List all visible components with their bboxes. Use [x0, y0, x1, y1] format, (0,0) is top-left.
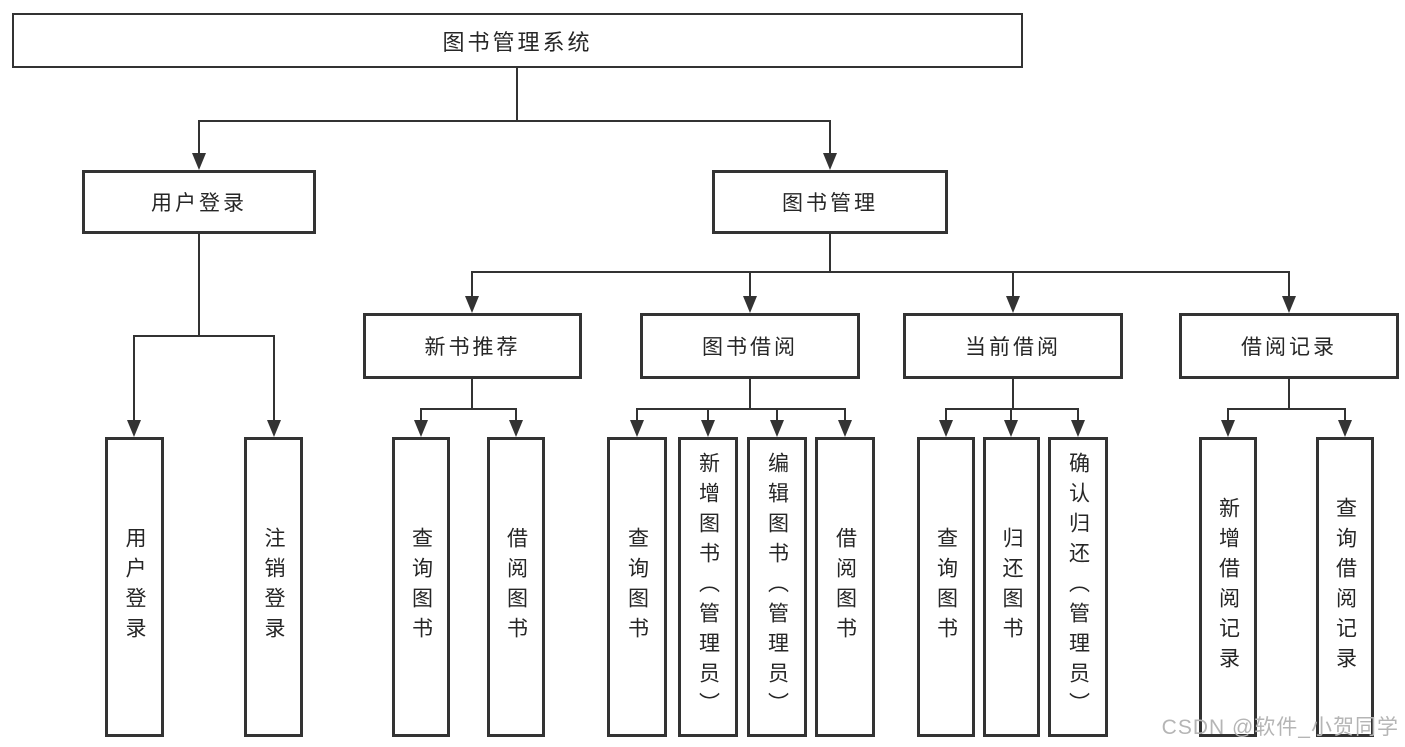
leaf-label: 用户登录 [123, 527, 146, 647]
arrow-down-icon [1338, 408, 1352, 437]
leaf-confirm-return-admin: 确认归还（管理员） [1048, 437, 1108, 737]
connector-v-current-borrow [1012, 379, 1014, 409]
leaf-label: 确认归还（管理员） [1066, 452, 1090, 722]
arrow-down-icon [1282, 271, 1296, 313]
connector-v-book-management [829, 234, 831, 273]
connector-h-new-book [420, 408, 517, 410]
leaf-borrow-book: 借阅图书 [815, 437, 875, 737]
arrow-down-icon [509, 408, 523, 437]
arrow-down-icon [838, 408, 852, 437]
arrow-down-icon [743, 271, 757, 313]
arrow-down-icon [267, 335, 281, 437]
leaf-label: 新增图书（管理员） [696, 452, 720, 722]
connector-v-new-book [471, 379, 473, 409]
leaf-logout: 注销登录 [244, 437, 303, 737]
arrow-down-icon [1071, 408, 1085, 437]
connector-h-current-borrow [945, 408, 1079, 410]
connector-h-borrow-record [1227, 408, 1346, 410]
leaf-return-book: 归还图书 [983, 437, 1040, 737]
leaf-user-login: 用户登录 [105, 437, 164, 737]
leaf-label: 新增借阅记录 [1216, 497, 1240, 677]
leaf-query-book-current: 查询图书 [917, 437, 975, 737]
node-book-borrow: 图书借阅 [640, 313, 860, 379]
connector-v-borrow-record [1288, 379, 1290, 409]
node-borrow-record: 借阅记录 [1179, 313, 1399, 379]
leaf-label: 借阅图书 [504, 527, 528, 647]
node-user-login: 用户登录 [82, 170, 316, 234]
arrow-down-icon [1006, 271, 1020, 313]
node-book-management: 图书管理 [712, 170, 948, 234]
connector-h-level2 [198, 120, 831, 122]
leaf-label: 借阅图书 [833, 527, 857, 647]
arrow-down-icon [1004, 408, 1018, 437]
leaf-edit-book-admin: 编辑图书（管理员） [747, 437, 807, 737]
leaf-label: 查询图书 [625, 527, 649, 647]
arrow-down-icon [414, 408, 428, 437]
leaf-add-borrow-record: 新增借阅记录 [1199, 437, 1257, 737]
node-root-library-system: 图书管理系统 [12, 13, 1023, 68]
connector-v-user-login [198, 234, 200, 336]
arrow-down-icon [770, 408, 784, 437]
leaf-label: 查询图书 [934, 527, 958, 647]
node-current-borrow: 当前借阅 [903, 313, 1123, 379]
arrow-down-icon [192, 120, 206, 170]
leaf-label: 注销登录 [262, 527, 285, 647]
leaf-borrow-book-recommend: 借阅图书 [487, 437, 545, 737]
leaf-label: 查询图书 [409, 527, 433, 647]
arrow-down-icon [823, 120, 837, 170]
leaf-label: 编辑图书（管理员） [765, 452, 789, 722]
leaf-label: 归还图书 [1000, 527, 1023, 647]
leaf-label: 查询借阅记录 [1333, 497, 1357, 677]
arrow-down-icon [630, 408, 644, 437]
connector-h-user-login [133, 335, 275, 337]
connector-v-book-borrow [749, 379, 751, 409]
arrow-down-icon [127, 335, 141, 437]
leaf-query-book-borrow: 查询图书 [607, 437, 667, 737]
connector-v-root [516, 68, 518, 121]
arrow-down-icon [701, 408, 715, 437]
leaf-query-borrow-record: 查询借阅记录 [1316, 437, 1374, 737]
arrow-down-icon [939, 408, 953, 437]
csdn-watermark: CSDN @软件_小贺同学 [1161, 716, 1399, 739]
arrow-down-icon [465, 271, 479, 313]
connector-h-book-borrow [636, 408, 846, 410]
leaf-query-book-recommend: 查询图书 [392, 437, 450, 737]
leaf-add-book-admin: 新增图书（管理员） [678, 437, 738, 737]
connector-h-level3 [471, 271, 1290, 273]
arrow-down-icon [1221, 408, 1235, 437]
node-new-book-recommend: 新书推荐 [363, 313, 582, 379]
